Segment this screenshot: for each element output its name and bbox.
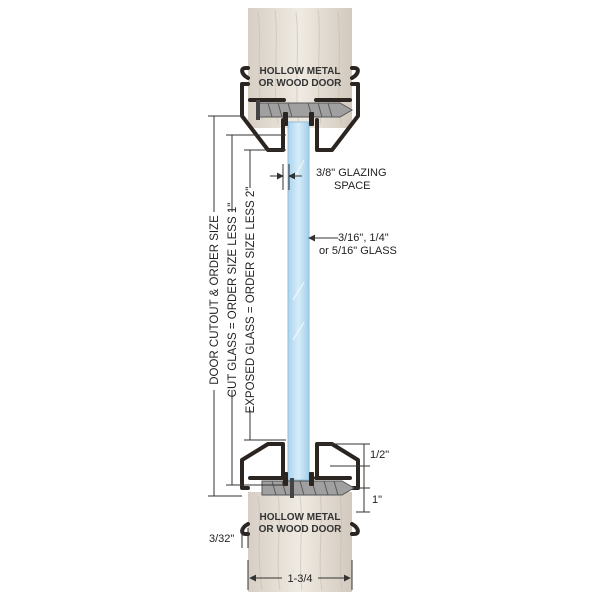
- glazing-space-label-line1: 3/8" GLAZING: [316, 167, 387, 179]
- bottom-door-wood: [248, 492, 352, 592]
- top-frame-right-profile: [315, 82, 360, 152]
- door-top-label-line2: OR WOOD DOOR: [259, 78, 343, 89]
- door-bottom-label-line2: OR WOOD DOOR: [259, 524, 343, 535]
- top-frame-left-lip: [240, 66, 250, 80]
- bottom-screw: [261, 478, 355, 498]
- cut-glass-label: CUT GLASS = ORDER SIZE LESS 1": [227, 203, 239, 398]
- bottom-frame-right-lip: [350, 522, 360, 536]
- bottom-glazing-gaskets: [283, 472, 314, 486]
- right-dimension-lines: [318, 443, 370, 513]
- top-glazing-gaskets: [283, 112, 314, 126]
- glass-thickness-label-line1: 3/16", 1/4": [338, 232, 389, 244]
- glass-thickness-label-line2: or 5/16" GLASS: [319, 245, 397, 257]
- bottom-door: [248, 492, 352, 592]
- glazing-space-dimension: [270, 164, 302, 190]
- dim-one-inch-label: 1": [372, 494, 382, 506]
- bottom-frame: [240, 442, 360, 536]
- glass-pane: [287, 121, 310, 481]
- dim-half-inch-label: 1/2": [370, 449, 389, 461]
- top-frame-right-lip: [350, 66, 360, 80]
- glazing-space-label-line2: SPACE: [334, 180, 370, 192]
- dim-three-32-lines: [241, 528, 249, 548]
- dim-width-label: 1-3/4: [287, 573, 312, 585]
- top-screw: [256, 100, 353, 120]
- exposed-glass-label: EXPOSED GLASS = ORDER SIZE LESS 2": [245, 187, 257, 414]
- door-cutout-label: DOOR CUTOUT & ORDER SIZE: [209, 215, 221, 385]
- bottom-door-grain: [257, 493, 343, 591]
- width-dimension-lines: [247, 560, 353, 590]
- bottom-frame-left-lip: [240, 522, 250, 536]
- door-bottom-label-line1: HOLLOW METAL: [260, 512, 341, 523]
- door-top-label-line1: HOLLOW METAL: [260, 66, 341, 77]
- top-door-grain: [257, 9, 342, 125]
- bottom-frame-left-profile: [240, 442, 285, 490]
- dim-three-32-label: 3/32": [209, 533, 234, 545]
- vertical-dimension-lines: [208, 115, 286, 497]
